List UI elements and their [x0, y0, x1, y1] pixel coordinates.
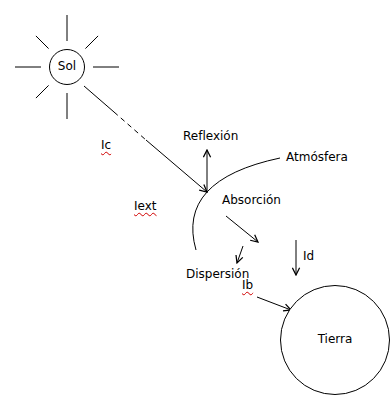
process-label: Dispersión — [186, 268, 249, 282]
sun-ray — [15, 67, 41, 68]
sun-ray — [36, 36, 49, 49]
sun-circle-shape — [50, 50, 85, 85]
sun-ray — [67, 93, 68, 119]
atmosphere-arc — [193, 158, 280, 250]
sun-ray — [36, 85, 49, 98]
beam-arrow — [257, 297, 291, 310]
region-label: Atmósfera — [286, 151, 348, 165]
sun-ray — [85, 36, 98, 49]
sun-circle: Sol — [49, 49, 85, 85]
intensity-label: Ib — [242, 279, 253, 293]
sun-ray — [93, 67, 119, 68]
process-label: Reflexión — [183, 130, 238, 144]
node-text: Tierra — [318, 333, 353, 347]
reflection-arrow — [207, 150, 208, 192]
process-label: Absorción — [222, 194, 281, 208]
absorption-arrow — [226, 216, 258, 242]
diffuse-arrow — [296, 240, 297, 275]
intensity-label: Iext — [134, 200, 157, 214]
earth-circle-shape — [281, 286, 390, 395]
radiation-arrow — [146, 140, 207, 192]
earth-circle: Tierra — [280, 285, 390, 395]
radiation-ray-dashed — [114, 112, 146, 140]
dispersion-arrow — [237, 246, 243, 263]
radiation-ray — [84, 86, 114, 112]
sun-ray — [67, 15, 68, 41]
intensity-label: Ic — [101, 139, 111, 153]
node-text: Sol — [58, 60, 76, 74]
intensity-label: Id — [303, 250, 314, 264]
